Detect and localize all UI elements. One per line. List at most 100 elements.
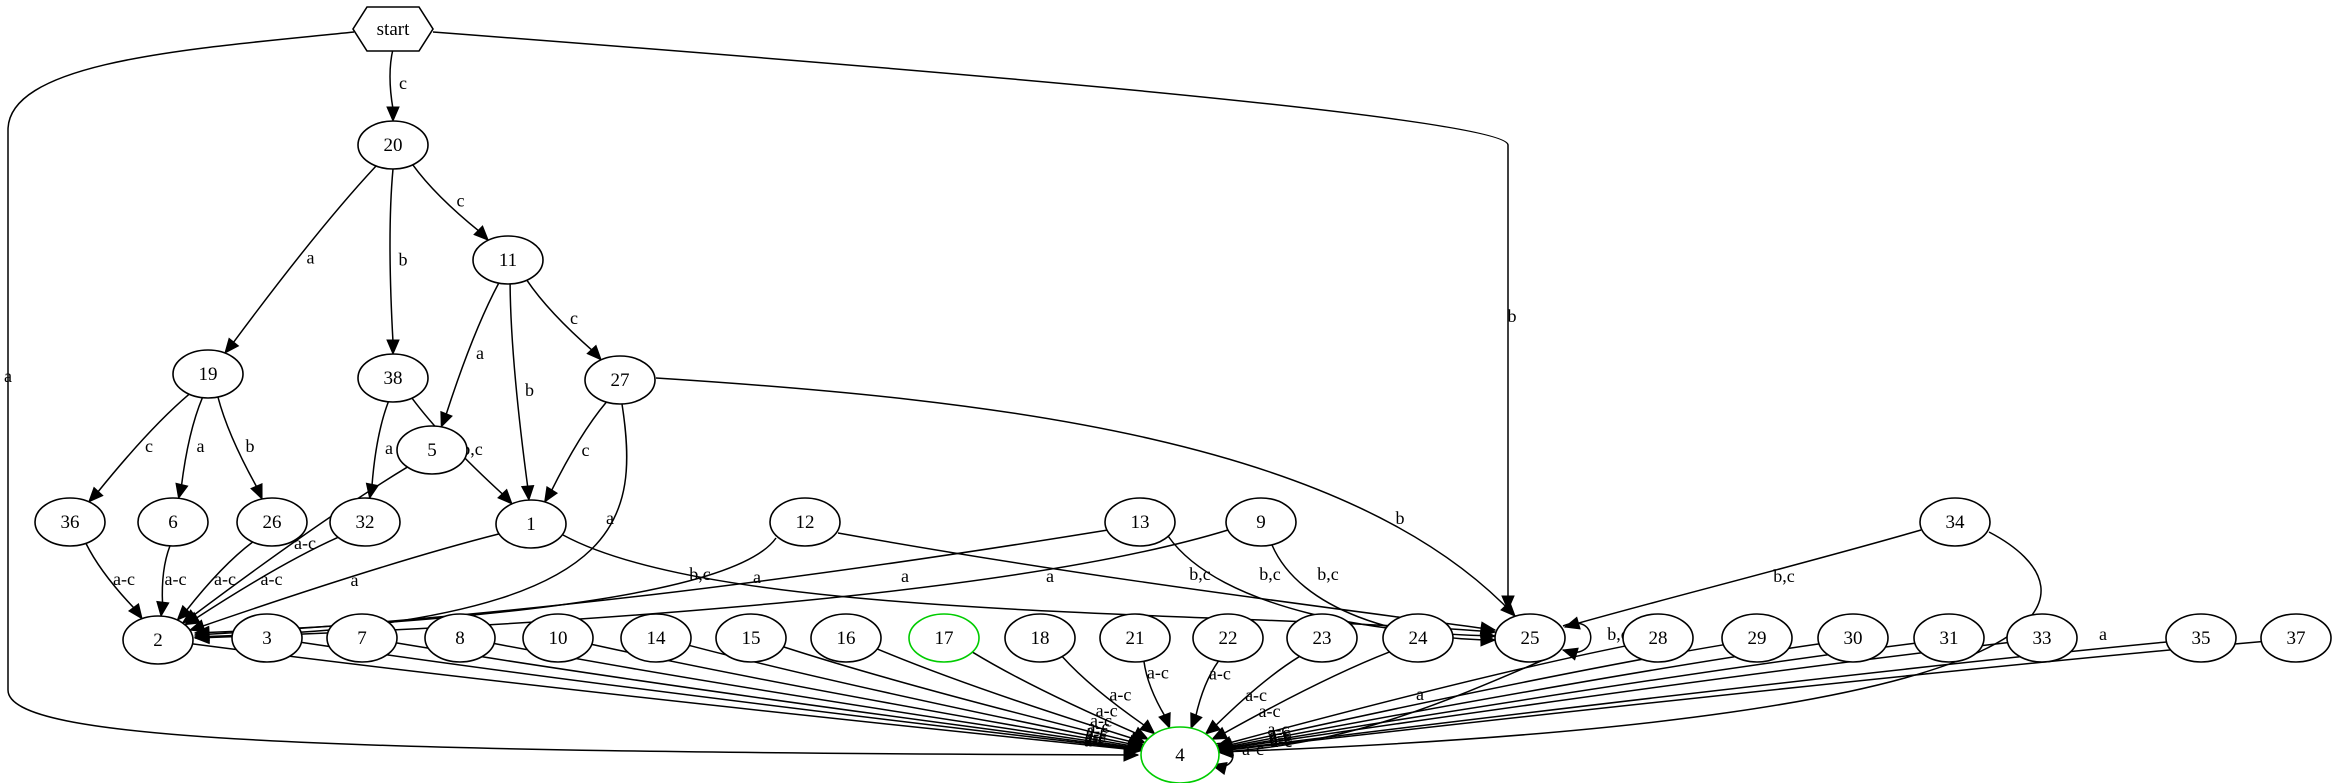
- node-11[interactable]: 11: [472, 235, 544, 285]
- arrowhead: [386, 339, 400, 356]
- edge-label: c: [582, 440, 590, 460]
- edge-19-to-6: a: [180, 397, 205, 487]
- node-26[interactable]: 26: [236, 497, 308, 547]
- node-label: 31: [1940, 628, 1959, 649]
- edge-label: a-c: [214, 569, 236, 589]
- edge-path: [445, 282, 500, 416]
- node-ellipse-shape: [357, 120, 429, 170]
- node-16[interactable]: 16: [810, 613, 882, 663]
- edge-label: a: [606, 508, 614, 528]
- node-ellipse-shape: [329, 497, 401, 547]
- node-ellipse-shape: [357, 353, 429, 403]
- node-38[interactable]: 38: [357, 353, 429, 403]
- edge-19-to-26: b: [217, 396, 258, 489]
- node-33[interactable]: 33: [2006, 613, 2078, 663]
- node-35[interactable]: 35: [2165, 613, 2237, 663]
- node-5[interactable]: 5: [396, 425, 468, 475]
- edge-path: [201, 533, 500, 628]
- edge-path: [231, 165, 377, 345]
- arrowhead: [175, 482, 189, 500]
- node-label: 20: [384, 135, 403, 156]
- arrowhead: [440, 410, 453, 429]
- node-label: 19: [199, 364, 218, 385]
- edge-path: [1228, 645, 1626, 744]
- edge-15-to-4: a-c: [783, 646, 1133, 743]
- edge-label: a-c: [165, 569, 187, 589]
- node-20[interactable]: 20: [357, 120, 429, 170]
- node-30[interactable]: 30: [1817, 613, 1889, 663]
- node-7[interactable]: 7: [326, 613, 398, 663]
- node-label: 38: [384, 368, 403, 389]
- node-outer-ring: [1140, 726, 1220, 783]
- edge-34-to-25: b,c: [1564, 529, 1922, 628]
- node-ellipse-shape: [715, 613, 787, 663]
- edge-start-to-25: b: [432, 31, 1517, 610]
- edge-label: b,c: [1259, 564, 1281, 584]
- arrowhead: [1190, 712, 1203, 730]
- node-label: 33: [2033, 628, 2052, 649]
- node-21[interactable]: 21: [1099, 613, 1171, 663]
- edge-label: c: [399, 73, 407, 93]
- node-2[interactable]: 2: [122, 615, 194, 665]
- node-17[interactable]: 17: [908, 613, 980, 663]
- edge-9-to-25: b,c: [1271, 544, 1496, 641]
- node-ellipse-shape: [1099, 613, 1171, 663]
- edge-path: [194, 536, 339, 620]
- node-1[interactable]: 1: [495, 499, 567, 549]
- edge-24-to-4: a-c: [1222, 651, 1390, 735]
- node-label: 7: [357, 628, 367, 649]
- edge-1-to-2: a: [201, 533, 500, 628]
- node-label: 23: [1313, 628, 1332, 649]
- node-ellipse-shape: [1286, 613, 1358, 663]
- node-15[interactable]: 15: [715, 613, 787, 663]
- node-10[interactable]: 10: [522, 613, 594, 663]
- node-29[interactable]: 29: [1721, 613, 1793, 663]
- edge-label: a-c: [1267, 719, 1289, 739]
- edge-28-to-4: a-c: [1228, 645, 1626, 744]
- node-19[interactable]: 19: [172, 349, 244, 399]
- node-6[interactable]: 6: [137, 497, 209, 547]
- node-34[interactable]: 34: [1919, 497, 1991, 547]
- edge-label: a: [307, 248, 315, 268]
- node-label: 11: [499, 250, 517, 271]
- node-ellipse-shape: [1913, 613, 1985, 663]
- node-label: 8: [455, 628, 465, 649]
- edge-path: [550, 401, 607, 493]
- node-12[interactable]: 12: [769, 497, 841, 547]
- edge-label: a-c: [1147, 663, 1169, 683]
- node-ellipse-shape: [1919, 497, 1991, 547]
- node-ellipse-shape: [908, 613, 980, 663]
- node-24[interactable]: 24: [1382, 613, 1454, 663]
- edge-19-to-36: c: [96, 393, 190, 494]
- node-18[interactable]: 18: [1004, 613, 1076, 663]
- node-32[interactable]: 32: [329, 497, 401, 547]
- edge-23-to-4: a-c: [1214, 655, 1301, 727]
- edge-21-to-4: a-c: [1143, 661, 1169, 718]
- node-8[interactable]: 8: [424, 613, 496, 663]
- node-25[interactable]: 25: [1494, 613, 1566, 663]
- node-27[interactable]: 27: [584, 355, 656, 405]
- node-4[interactable]: 4: [1140, 726, 1220, 783]
- node-13[interactable]: 13: [1104, 497, 1176, 547]
- arrowhead: [1480, 633, 1497, 647]
- node-22[interactable]: 22: [1192, 613, 1264, 663]
- node-3[interactable]: 3: [231, 613, 303, 663]
- node-37[interactable]: 37: [2260, 613, 2332, 663]
- node-31[interactable]: 31: [1913, 613, 1985, 663]
- node-28[interactable]: 28: [1622, 613, 1694, 663]
- edge-path: [192, 643, 1130, 751]
- node-ellipse-shape: [424, 613, 496, 663]
- node-start[interactable]: start: [352, 6, 434, 52]
- edge-32-to-2: a-c: [194, 536, 339, 620]
- node-14[interactable]: 14: [620, 613, 692, 663]
- node-23[interactable]: 23: [1286, 613, 1358, 663]
- edge-17-to-4: a-c: [971, 651, 1138, 735]
- edge-label: a-c: [1096, 701, 1118, 721]
- node-ellipse-shape: [172, 349, 244, 399]
- edge-label: b,c: [1317, 564, 1339, 584]
- node-36[interactable]: 36: [34, 497, 106, 547]
- node-ellipse-shape: [584, 355, 656, 405]
- edge-label: a: [1046, 566, 1054, 586]
- node-9[interactable]: 9: [1225, 497, 1297, 547]
- edge-path: [412, 164, 481, 233]
